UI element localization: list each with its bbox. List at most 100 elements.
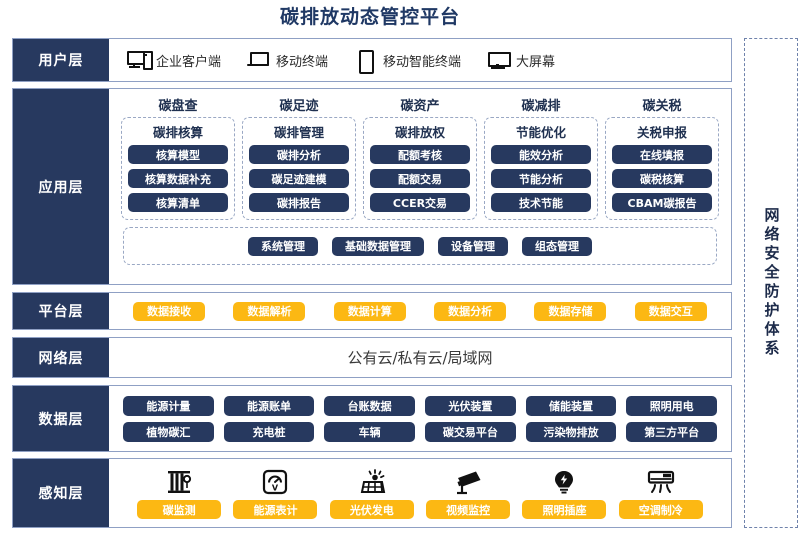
application-column-carbon-asset: 碳资产 碳排放权 配额考核 配额交易 CCER交易 — [363, 95, 477, 220]
layer-application-body: 碳盘查 碳排核算 核算模型 核算数据补充 核算清单 碳足迹 碳排管理 碳排分析 … — [109, 89, 731, 284]
layer-application: 应用层 碳盘查 碳排核算 核算模型 核算数据补充 核算清单 碳足迹 碳排管理 — [12, 88, 732, 285]
layer-network-label: 网络层 — [13, 338, 109, 377]
application-item[interactable]: 在线填报 — [612, 145, 712, 164]
platform-item[interactable]: 数据交互 — [634, 301, 707, 321]
application-item[interactable]: 碳税核算 — [612, 169, 712, 188]
application-column-carbon-reduction: 碳减排 节能优化 能效分析 节能分析 技术节能 — [484, 95, 598, 220]
data-source-item[interactable]: 储能装置 — [525, 395, 617, 416]
data-source-item[interactable]: 照明用电 — [626, 395, 718, 416]
light-bulb-socket-icon — [551, 467, 577, 495]
application-item[interactable]: 配额考核 — [370, 145, 470, 164]
application-column-subtitle: 碳排放权 — [394, 125, 445, 140]
security-system-column: 网络安全防护体系 — [744, 38, 798, 528]
application-item[interactable]: 节能分析 — [491, 169, 591, 188]
application-common-item[interactable]: 系统管理 — [248, 236, 318, 256]
sensing-device-energy-meter[interactable]: V 能源表计 — [227, 467, 323, 519]
sensing-device-carbon-monitor[interactable]: 碳监测 — [131, 467, 227, 519]
layer-user-label: 用户层 — [13, 39, 109, 81]
platform-item[interactable]: 数据解析 — [233, 301, 306, 321]
data-source-item[interactable]: 充电桩 — [223, 421, 315, 442]
platform-item[interactable]: 数据存储 — [534, 301, 607, 321]
application-column-subtitle: 关税申报 — [636, 125, 687, 140]
layer-platform-body: 数据接收 数据解析 数据计算 数据分析 数据存储 数据交互 — [109, 293, 731, 329]
sensing-device-air-conditioner[interactable]: 空调制冷 — [613, 467, 709, 519]
platform-item[interactable]: 数据计算 — [333, 301, 406, 321]
application-item[interactable]: CCER交易 — [370, 193, 470, 212]
sensing-device-lighting-socket[interactable]: 照明插座 — [516, 467, 612, 519]
application-column-group: 碳盘查 碳排核算 核算模型 核算数据补充 核算清单 碳足迹 碳排管理 碳排分析 … — [117, 93, 723, 220]
application-column-subtitle: 节能优化 — [515, 125, 566, 140]
layer-platform-label: 平台层 — [13, 293, 109, 329]
application-column-box: 关税申报 在线填报 碳税核算 CBAM碳报告 — [605, 117, 719, 220]
air-conditioner-icon — [645, 467, 677, 495]
layer-data-body: 能源计量 能源账单 台账数据 光伏装置 储能装置 照明用电 植物碳汇 充电桩 车… — [109, 386, 731, 451]
user-terminal-mobile[interactable]: 移动终端 — [247, 50, 328, 70]
network-description: 公有云/私有云/局域网 — [347, 349, 493, 367]
data-source-item[interactable]: 污染物排放 — [525, 421, 617, 442]
laptop-icon — [247, 50, 270, 70]
layer-user: 用户层 企业客户端 移动终端 — [12, 38, 732, 82]
application-common-item[interactable]: 设备管理 — [438, 236, 508, 256]
carbon-monitor-icon — [165, 467, 193, 495]
application-item[interactable]: 碳排报告 — [249, 193, 349, 212]
application-column-carbon-footprint: 碳足迹 碳排管理 碳排分析 碳足迹建模 碳排报告 — [242, 95, 356, 220]
sensing-device-label: 空调制冷 — [618, 500, 703, 519]
data-source-row: 植物碳汇 充电桩 车辆 碳交易平台 污染物排放 第三方平台 — [123, 421, 718, 442]
sensing-device-list: 碳监测 V 能源表计 — [109, 467, 731, 519]
svg-text:V: V — [272, 484, 279, 493]
application-item[interactable]: 碳排分析 — [249, 145, 349, 164]
data-source-item[interactable]: 能源计量 — [123, 395, 214, 416]
user-terminal-enterprise-client[interactable]: 企业客户端 — [127, 50, 221, 70]
data-source-item[interactable]: 光伏装置 — [425, 395, 516, 416]
user-terminal-label: 移动智能终端 — [383, 54, 462, 70]
user-terminal-large-screen[interactable]: 大屏幕 — [487, 50, 555, 70]
layer-data: 数据层 能源计量 能源账单 台账数据 光伏装置 储能装置 照明用电 植物碳汇 充… — [12, 385, 732, 452]
application-column-box: 节能优化 能效分析 节能分析 技术节能 — [484, 117, 598, 220]
application-common-services-box: 系统管理 基础数据管理 设备管理 组态管理 — [123, 227, 717, 265]
application-item[interactable]: 技术节能 — [491, 193, 591, 212]
data-source-grid: 能源计量 能源账单 台账数据 光伏装置 储能装置 照明用电 植物碳汇 充电桩 车… — [109, 395, 731, 442]
data-source-item[interactable]: 植物碳汇 — [123, 421, 214, 442]
application-item[interactable]: CBAM碳报告 — [612, 193, 712, 212]
energy-meter-icon: V — [261, 467, 289, 495]
data-source-item[interactable]: 车辆 — [324, 421, 416, 442]
sensing-device-label: 碳监测 — [137, 500, 222, 519]
sensing-device-camera[interactable]: 视频监控 — [420, 467, 516, 519]
user-terminal-label: 移动终端 — [276, 54, 329, 70]
application-common-item[interactable]: 基础数据管理 — [332, 236, 424, 256]
data-source-item[interactable]: 台账数据 — [324, 395, 416, 416]
user-terminal-list: 企业客户端 移动终端 移动智能终端 — [109, 50, 731, 74]
application-column-title: 碳关税 — [642, 99, 682, 114]
application-item[interactable]: 能效分析 — [491, 145, 591, 164]
platform-item[interactable]: 数据分析 — [434, 301, 507, 321]
user-terminal-smart-mobile[interactable]: 移动智能终端 — [354, 50, 462, 74]
smartphone-icon — [354, 50, 376, 74]
application-column-title: 碳资产 — [400, 99, 440, 114]
application-common-item[interactable]: 组态管理 — [522, 236, 592, 256]
sensing-device-label: 照明插座 — [522, 500, 607, 519]
application-item[interactable]: 核算数据补充 — [128, 169, 228, 188]
application-column-subtitle: 碳排核算 — [152, 125, 203, 140]
application-column-title: 碳盘查 — [158, 99, 198, 114]
layer-network: 网络层 公有云/私有云/局域网 — [12, 337, 732, 378]
sensing-device-label: 光伏发电 — [329, 500, 414, 519]
layer-data-label: 数据层 — [13, 386, 109, 451]
application-item[interactable]: 碳足迹建模 — [249, 169, 349, 188]
layer-user-body: 企业客户端 移动终端 移动智能终端 — [109, 39, 731, 81]
application-item[interactable]: 配额交易 — [370, 169, 470, 188]
data-source-item[interactable]: 能源账单 — [223, 395, 315, 416]
data-source-row: 能源计量 能源账单 台账数据 光伏装置 储能装置 照明用电 — [123, 395, 718, 416]
application-item[interactable]: 核算清单 — [128, 193, 228, 212]
application-column-box: 碳排放权 配额考核 配额交易 CCER交易 — [363, 117, 477, 220]
sensing-device-label: 能源表计 — [233, 500, 318, 519]
platform-item[interactable]: 数据接收 — [133, 301, 206, 321]
data-source-item[interactable]: 碳交易平台 — [425, 421, 516, 442]
platform-item-list: 数据接收 数据解析 数据计算 数据分析 数据存储 数据交互 — [109, 301, 731, 321]
application-item[interactable]: 核算模型 — [128, 145, 228, 164]
layer-sensing-body: 碳监测 V 能源表计 — [109, 459, 731, 527]
data-source-item[interactable]: 第三方平台 — [626, 421, 718, 442]
sensing-device-solar[interactable]: 光伏发电 — [324, 467, 420, 519]
layer-sensing-label: 感知层 — [13, 459, 109, 527]
large-screen-icon — [487, 50, 512, 70]
